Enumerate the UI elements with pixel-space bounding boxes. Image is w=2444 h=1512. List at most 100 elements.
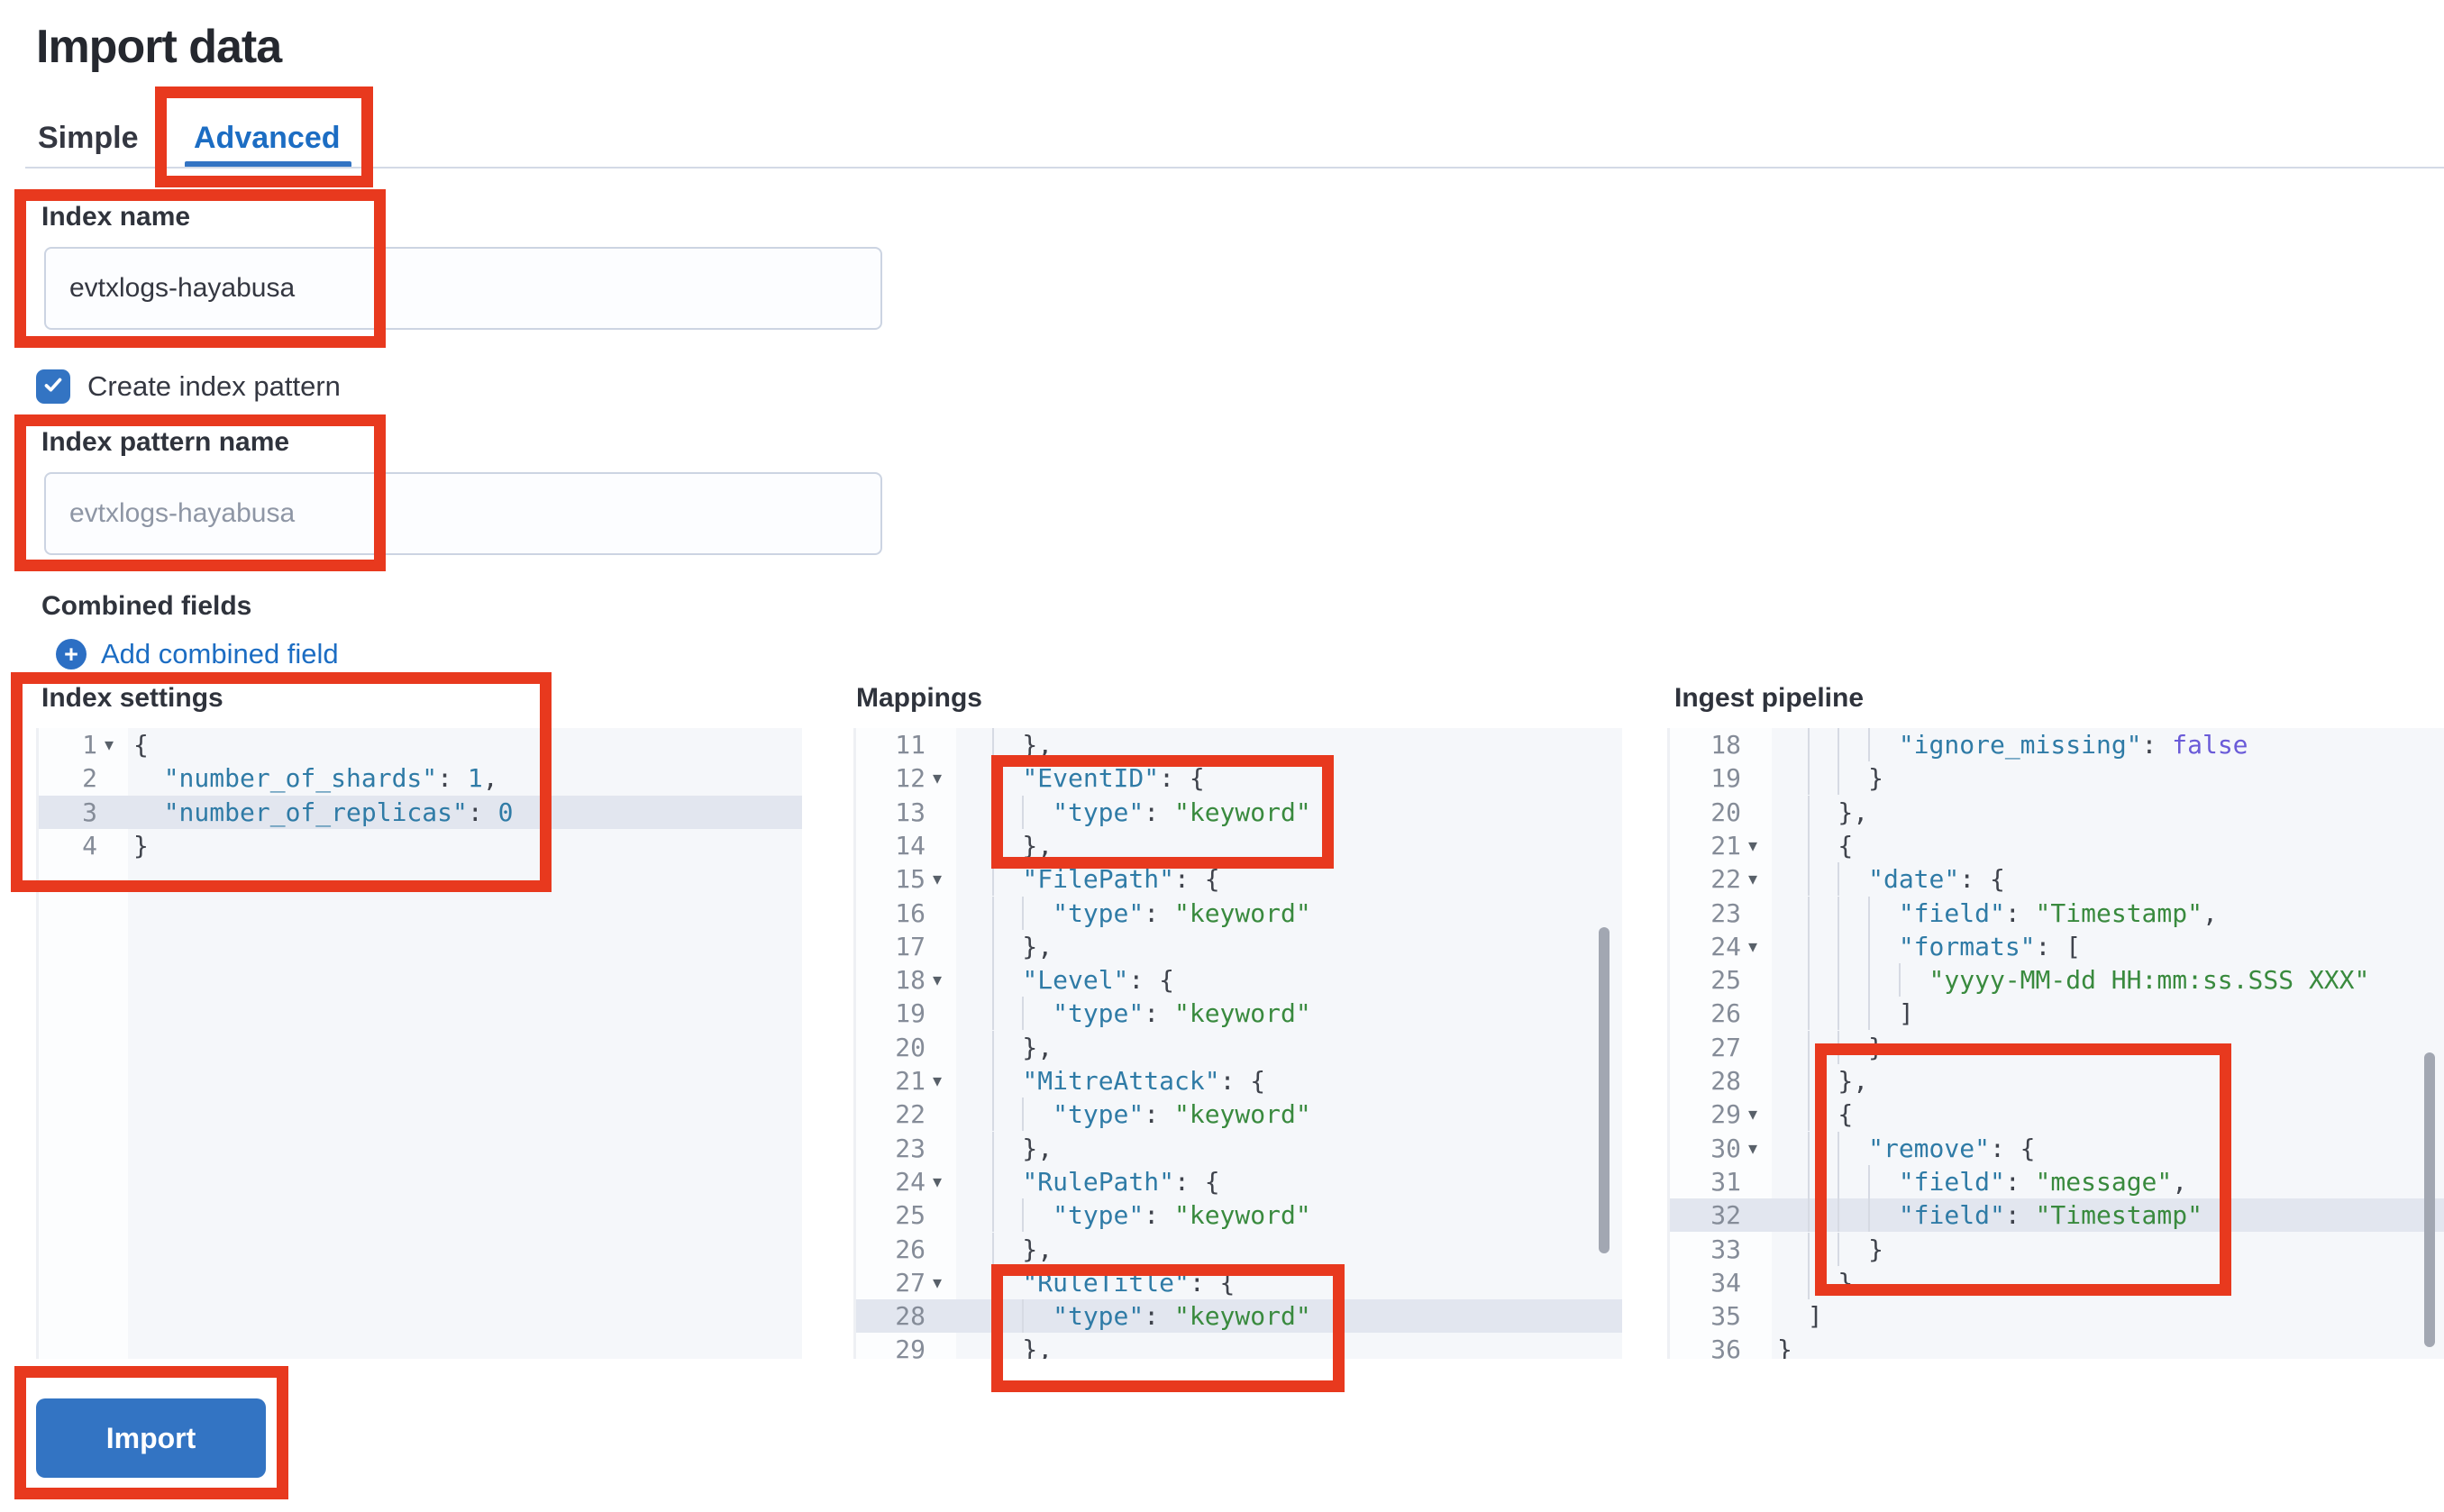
fold-toggle-icon[interactable]: ▾ — [105, 735, 114, 755]
code-line: }, — [962, 829, 1622, 862]
code-line: "formats": [ — [1777, 930, 2444, 963]
code-line: "remove": { — [1777, 1132, 2444, 1165]
mappings-title: Mappings — [856, 683, 982, 713]
active-tab-underline — [185, 161, 351, 168]
code-line: { — [133, 730, 149, 760]
active-line-highlight — [1670, 1198, 2444, 1232]
ingest-pipeline-gutter — [1670, 728, 1772, 1359]
mappings-editor[interactable]: 11},12▾"EventID": {13"type": "keyword"14… — [853, 728, 1622, 1359]
line-number: 30▾ — [1670, 1132, 1772, 1165]
code-line: "RuleTitle": { — [962, 1266, 1622, 1299]
code-line: }, — [962, 1333, 1622, 1359]
code-line: }, — [962, 1132, 1622, 1165]
line-number: 19 — [895, 998, 926, 1028]
line-number: 1▾ — [39, 728, 128, 761]
line-number: 27▾ — [856, 1266, 956, 1299]
fold-toggle-icon[interactable]: ▾ — [1748, 937, 1758, 957]
code-line: "yyyy-MM-dd HH:mm:ss.SSS XXX" — [1777, 963, 2444, 997]
mappings-gutter — [856, 728, 956, 1359]
code-line: } — [1777, 1031, 2444, 1064]
ingest-pipeline-scrollbar-thumb[interactable] — [2424, 1052, 2435, 1347]
line-number: 14 — [895, 831, 926, 861]
index-settings-gutter — [39, 728, 128, 1359]
line-number: 3 — [82, 797, 97, 827]
import-button[interactable]: Import — [36, 1398, 266, 1478]
tabs-divider — [25, 167, 2444, 169]
fold-toggle-icon[interactable]: ▾ — [933, 1172, 943, 1192]
code-line: "type": "keyword" — [962, 1299, 1622, 1333]
index-name-input[interactable] — [44, 247, 882, 330]
code-line: ] — [1777, 997, 2444, 1030]
line-number: 21▾ — [1670, 829, 1772, 862]
fold-toggle-icon[interactable]: ▾ — [933, 870, 943, 889]
index-settings-title: Index settings — [41, 683, 223, 713]
code-line: "type": "keyword" — [962, 897, 1622, 930]
code-line: } — [1777, 1233, 2444, 1266]
add-combined-field-label: Add combined field — [101, 638, 339, 669]
line-number: 17 — [895, 932, 926, 961]
code-line: "type": "keyword" — [962, 796, 1622, 829]
code-line: }, — [962, 1233, 1622, 1266]
line-number: 12▾ — [856, 761, 956, 795]
fold-toggle-icon[interactable]: ▾ — [933, 1071, 943, 1091]
line-number: 18 — [1710, 730, 1741, 760]
line-number: 32 — [1710, 1200, 1741, 1230]
index-settings-code-area[interactable] — [128, 728, 802, 1359]
code-line: }, — [1777, 796, 2444, 829]
line-number: 34 — [1710, 1268, 1741, 1298]
line-number: 28 — [1710, 1066, 1741, 1096]
create-index-pattern-checkbox[interactable] — [36, 369, 70, 404]
code-line: ] — [1807, 1301, 1823, 1331]
code-line: "MitreAttack": { — [962, 1064, 1622, 1098]
code-line: }, — [1777, 1064, 2444, 1098]
code-line: "ignore_missing": false — [1777, 728, 2444, 761]
line-number: 26 — [1710, 998, 1741, 1028]
code-line: "RulePath": { — [962, 1165, 1622, 1198]
tab-advanced[interactable]: Advanced — [194, 121, 341, 155]
fold-toggle-icon[interactable]: ▾ — [1748, 1105, 1758, 1125]
fold-toggle-icon[interactable]: ▾ — [933, 1273, 943, 1293]
line-number: 29 — [895, 1334, 926, 1359]
line-number: 28 — [895, 1301, 926, 1331]
fold-toggle-icon[interactable]: ▾ — [933, 769, 943, 788]
index-pattern-name-input[interactable] — [44, 472, 882, 555]
code-line: }, — [962, 930, 1622, 963]
mappings-scrollbar-thumb[interactable] — [1599, 927, 1610, 1253]
fold-toggle-icon[interactable]: ▾ — [933, 970, 943, 990]
code-line: "type": "keyword" — [962, 1098, 1622, 1131]
add-combined-field-link[interactable]: + Add combined field — [56, 638, 339, 670]
line-number: 4 — [82, 831, 97, 861]
line-number: 2 — [82, 763, 97, 793]
mappings-code-area[interactable] — [956, 728, 1622, 1359]
combined-fields-label: Combined fields — [41, 591, 252, 621]
code-line: } — [1777, 761, 2444, 795]
checkmark-icon — [41, 373, 65, 401]
line-number: 23 — [895, 1134, 926, 1163]
fold-toggle-icon[interactable]: ▾ — [1748, 1139, 1758, 1159]
index-settings-editor[interactable]: 1▾{2"number_of_shards": 1,3"number_of_re… — [36, 728, 802, 1359]
code-line: { — [1777, 829, 2444, 862]
ingest-pipeline-title: Ingest pipeline — [1674, 683, 1865, 713]
line-number: 24▾ — [1670, 930, 1772, 963]
line-number: 19 — [1710, 763, 1741, 793]
fold-toggle-icon[interactable]: ▾ — [1748, 870, 1758, 889]
code-line: "EventID": { — [962, 761, 1622, 795]
fold-toggle-icon[interactable]: ▾ — [1748, 836, 1758, 856]
create-index-pattern-row: Create index pattern — [36, 369, 341, 404]
code-line: }, — [962, 728, 1622, 761]
line-number: 15▾ — [856, 862, 956, 896]
page-title: Import data — [36, 21, 282, 73]
code-line: } — [1777, 1266, 2444, 1299]
line-number: 21▾ — [856, 1064, 956, 1098]
tab-simple[interactable]: Simple — [38, 121, 139, 155]
code-line: "date": { — [1777, 862, 2444, 896]
active-line-highlight — [856, 1299, 1622, 1333]
line-number: 22 — [895, 1099, 926, 1129]
index-pattern-name-label: Index pattern name — [41, 427, 290, 457]
code-line: "field": "Timestamp", — [1777, 897, 2444, 930]
line-number: 27 — [1710, 1033, 1741, 1062]
code-line: "FilePath": { — [962, 862, 1622, 896]
line-number: 23 — [1710, 898, 1741, 928]
